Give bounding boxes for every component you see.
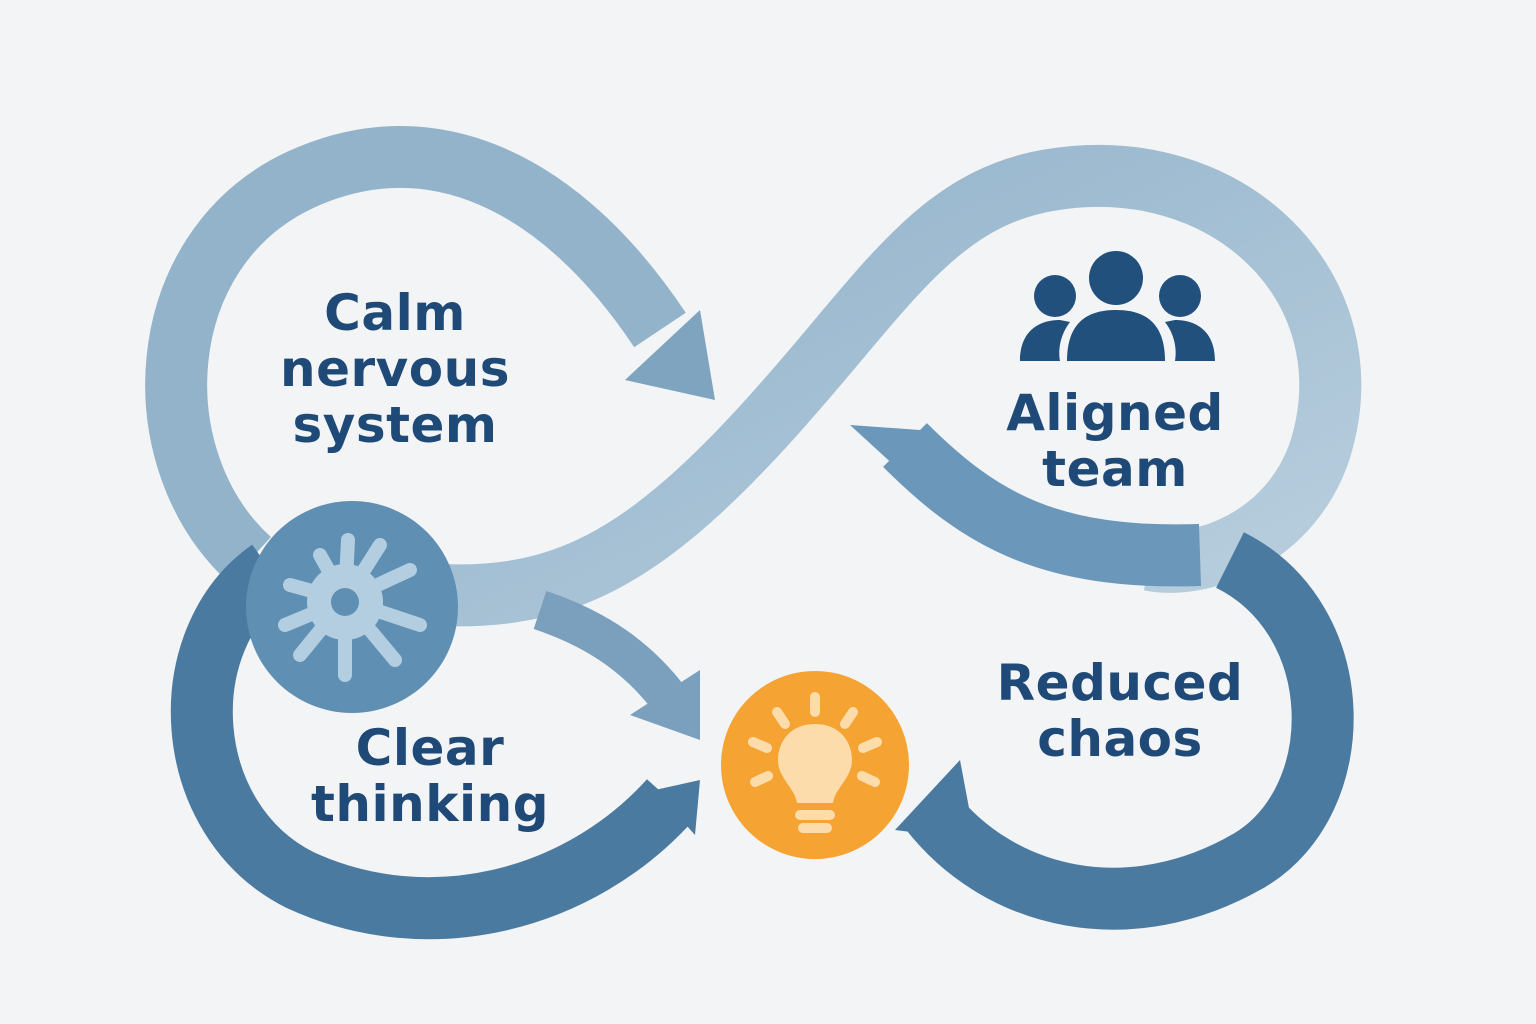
node-aligned-line1: Aligned bbox=[1006, 384, 1224, 442]
node-reduced-chaos: Reduced chaos bbox=[990, 655, 1250, 767]
flow-arrow-top-left bbox=[145, 126, 686, 583]
node-clear-line2: thinking bbox=[310, 775, 549, 833]
node-calm-line3: system bbox=[292, 396, 498, 454]
node-calm-nervous-system: Calm nervous system bbox=[270, 285, 520, 453]
node-aligned-team: Aligned team bbox=[990, 385, 1240, 497]
node-clear-line1: Clear bbox=[355, 719, 505, 777]
lightbulb-icon bbox=[721, 671, 909, 859]
arrowhead-bottom-left bbox=[655, 780, 700, 835]
arrowhead-top-left bbox=[625, 310, 715, 400]
node-chaos-line2: chaos bbox=[1037, 710, 1203, 768]
arrowhead-right-upper bbox=[850, 425, 920, 480]
node-chaos-line1: Reduced bbox=[996, 654, 1244, 712]
flow-arrow-bottom-right bbox=[905, 532, 1354, 930]
arrowhead-bottom-right bbox=[895, 760, 975, 840]
flow-crossover bbox=[438, 144, 1362, 627]
node-aligned-line2: team bbox=[1042, 440, 1188, 498]
node-calm-line2: nervous bbox=[280, 340, 510, 398]
node-calm-line1: Calm bbox=[324, 284, 466, 342]
flow-arrow-right-upper bbox=[883, 423, 1202, 587]
flow-arrow-center bbox=[533, 591, 686, 713]
neuron-icon bbox=[246, 501, 458, 713]
team-icon bbox=[1020, 251, 1215, 361]
arrowhead-center bbox=[630, 670, 700, 740]
node-clear-thinking: Clear thinking bbox=[300, 720, 560, 832]
flow-arrow-bottom-left bbox=[170, 544, 694, 940]
